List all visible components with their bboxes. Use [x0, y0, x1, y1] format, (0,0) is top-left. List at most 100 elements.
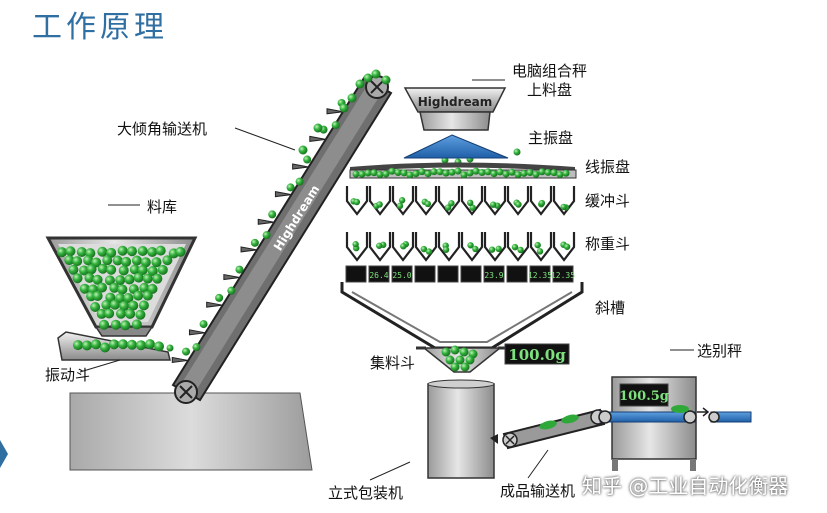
- buffer-hopper: [506, 186, 530, 216]
- label-product-conveyor: 成品输送机: [500, 482, 576, 500]
- product-ball: [84, 272, 95, 283]
- product-ball: [151, 257, 162, 268]
- product-ball: [460, 362, 470, 372]
- page-title: 工作原理: [32, 10, 168, 45]
- product-ball: [106, 264, 117, 275]
- product-ball: [526, 169, 534, 177]
- label-chute: 斜槽: [595, 299, 626, 317]
- product-ball: [352, 170, 360, 178]
- product-ball: [425, 248, 433, 255]
- product-ball: [147, 266, 158, 277]
- weigh-display: [345, 265, 367, 283]
- product-ball: [298, 145, 308, 155]
- buffer-hopper: [529, 186, 553, 216]
- weigh-display: [529, 265, 551, 283]
- product-ball: [536, 248, 544, 255]
- product-ball: [128, 300, 139, 311]
- product-ball: [64, 255, 75, 266]
- weigh-reading: 26.4: [369, 271, 388, 280]
- product-ball: [145, 339, 155, 350]
- product-ball: [363, 73, 373, 83]
- product-ball: [155, 245, 166, 256]
- leader-lines: [79, 79, 694, 481]
- buffer-hopper: [437, 186, 461, 216]
- weigh-display: [460, 265, 482, 283]
- product-ball: [79, 265, 90, 276]
- main-vibrator: [403, 134, 509, 159]
- product-ball: [109, 282, 120, 293]
- check-weight-value: 100.5g: [619, 389, 669, 404]
- product-ball: [121, 256, 132, 267]
- product-ball: [376, 242, 383, 249]
- machine-base: [69, 392, 313, 471]
- weigh-hopper: [368, 232, 392, 262]
- buffer-hopper: [483, 186, 507, 216]
- product-ball: [119, 300, 130, 311]
- product-ball: [412, 170, 420, 178]
- weigh-display: [506, 265, 528, 283]
- product-ball: [215, 293, 224, 302]
- vibrating-hopper-product: [73, 339, 174, 353]
- product-ball: [484, 168, 492, 176]
- product-ball: [517, 246, 524, 254]
- product-ball: [118, 265, 129, 276]
- conveyor-cleat: [326, 108, 344, 115]
- product-ball: [442, 169, 450, 177]
- product-ball: [515, 201, 522, 208]
- product-ball: [97, 246, 108, 257]
- product-ball: [466, 169, 474, 177]
- product-ball: [424, 200, 432, 208]
- weigh-hopper: [552, 232, 576, 262]
- buffer-hopper: [368, 186, 392, 216]
- product-ball: [436, 168, 444, 176]
- conveyor-cleat: [274, 191, 292, 198]
- product-ball: [91, 339, 101, 350]
- product-ball: [133, 272, 144, 283]
- product-ball: [157, 264, 168, 275]
- product-ball: [152, 273, 163, 284]
- label-weigh-hopper: 称重斗: [585, 235, 631, 253]
- product-ball: [125, 308, 136, 319]
- weigh-hopper: [483, 232, 507, 262]
- weigh-hopper: [391, 232, 415, 262]
- product-ball: [102, 255, 113, 266]
- conveyor-cleat: [240, 246, 258, 253]
- product-ball: [538, 199, 546, 207]
- product-ball: [118, 339, 128, 350]
- product-ball: [455, 355, 465, 365]
- incline-conveyor: [171, 75, 393, 404]
- product-ball: [104, 308, 115, 319]
- conveyor-cleat: [309, 135, 326, 142]
- product-ball: [418, 168, 426, 176]
- product-ball: [352, 241, 359, 248]
- product-ball: [478, 169, 486, 177]
- scale-brand-text: Highdream: [418, 95, 493, 109]
- product-ball: [106, 247, 117, 258]
- product-ball: [544, 168, 552, 176]
- product-ball: [117, 245, 128, 256]
- product-ball: [472, 245, 479, 253]
- product-ball: [538, 168, 546, 176]
- product-ball: [406, 171, 414, 179]
- product-ball: [131, 255, 142, 266]
- product-ball: [115, 275, 126, 286]
- label-upper-tray: 上料盘: [527, 81, 573, 99]
- product-ball: [154, 341, 164, 352]
- buffer-hopper: [345, 186, 369, 216]
- buffer-hopper: [391, 186, 415, 216]
- weigh-hopper: [506, 232, 530, 262]
- bin-product-pile: [56, 245, 186, 331]
- product-ball: [101, 299, 112, 310]
- product-ball: [72, 273, 83, 284]
- product-ball: [65, 246, 76, 257]
- product-ball: [400, 243, 407, 250]
- product-ball: [520, 169, 528, 177]
- weigh-display: [437, 265, 459, 283]
- product-ball: [550, 169, 558, 177]
- product-ball: [469, 204, 476, 211]
- product-ball: [508, 168, 516, 176]
- product-ball: [420, 245, 428, 253]
- product-ball: [286, 183, 295, 192]
